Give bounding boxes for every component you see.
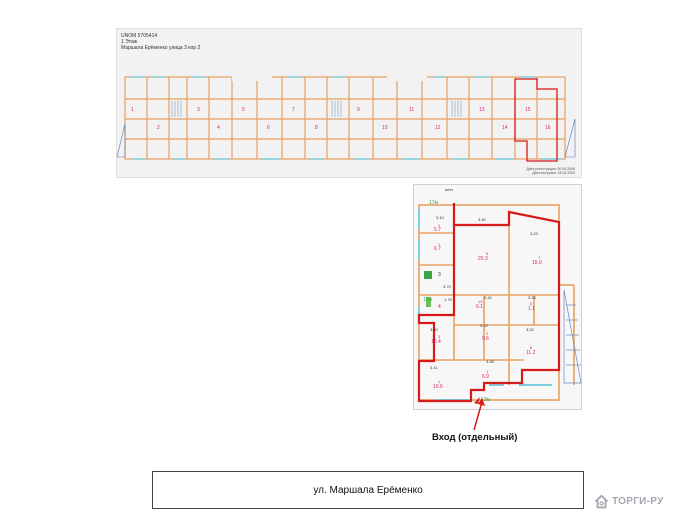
street-name: ул. Маршала Ерёменко [313, 484, 423, 496]
room-number: 3 [438, 272, 441, 278]
room-number: 8 [530, 345, 533, 350]
dim-label: 1.75 [444, 297, 452, 302]
room-number: 6 [486, 251, 489, 256]
plan-floor: 1 Этаж [121, 39, 138, 45]
entry-arrow [473, 398, 485, 431]
room-number: 10 [478, 299, 483, 304]
room-area: 15.9 [532, 260, 542, 266]
svg-text:8: 8 [315, 125, 318, 131]
svg-text:15: 15 [525, 107, 531, 113]
svg-text:10: 10 [382, 125, 388, 131]
svg-text:9: 9 [357, 107, 360, 113]
entry-label: Вход (отдельный) [432, 432, 518, 443]
plan-date-exported: Дата выгрузки: 13.04.2020 [532, 171, 575, 175]
svg-text:14: 14 [502, 125, 508, 131]
dim-label: 3.42 [480, 323, 488, 328]
dim-label: 3.33 [528, 295, 536, 300]
svg-text:3: 3 [197, 107, 200, 113]
svg-text:4: 4 [217, 125, 220, 131]
room-area: 6.9 [482, 374, 489, 380]
plan-header: UNOM 5705414 1 Этаж Маршала Ерёменко ули… [121, 33, 200, 51]
dim-label: 3.41 [430, 365, 438, 370]
room-number: 7 [538, 255, 541, 260]
room-area: 9.6 [482, 336, 489, 342]
house-logo-icon [594, 494, 609, 508]
room-number: 1 [486, 369, 489, 374]
room-area: 5.7 [434, 227, 441, 233]
room-number: 2 [438, 223, 441, 228]
plan-date-registered: Дата регистрации: 00.00.2008 [526, 167, 575, 171]
detail-drawing [417, 203, 582, 404]
svg-text:6: 6 [267, 125, 270, 131]
plan-dates: Дата регистрации: 00.00.2008 Дата выгруз… [527, 167, 575, 175]
svg-text:11: 11 [409, 107, 414, 113]
svg-text:13: 13 [479, 107, 485, 113]
room-number: 4 [438, 304, 441, 310]
dim-label: 3.40 [430, 327, 438, 332]
room-number: 1 [438, 242, 441, 247]
dim-label: 3.08 [486, 359, 494, 364]
room-area: 20.3 [478, 256, 488, 262]
dim-label: 3.42 [484, 295, 492, 300]
room-area: 11.2 [526, 350, 536, 356]
dim-label: 3.10 [436, 215, 444, 220]
dim-label: 3.70 [443, 284, 451, 289]
dim-label: 3.40 [478, 217, 486, 222]
floor-plan-detail: а/пп 17м 3.10 3.40 3.22 3.70 3.42 3.33 3… [413, 184, 582, 410]
dim-label: 3.20 [526, 327, 534, 332]
dim-label: 17м [429, 200, 438, 206]
detail-top-label: а/пп [445, 187, 453, 192]
svg-text:12: 12 [435, 125, 441, 131]
room-number: 1 [438, 379, 441, 384]
dim-label: 3.22 [530, 231, 538, 236]
room-area: 1.1 [528, 306, 535, 312]
svg-text:5: 5 [242, 107, 245, 113]
room-number: 5 [530, 301, 533, 306]
svg-text:2: 2 [157, 125, 160, 131]
street-label-box: ул. Маршала Ерёменко [152, 471, 584, 509]
green-marker [426, 297, 431, 307]
svg-text:16: 16 [545, 125, 551, 131]
room-number: 3 [438, 334, 441, 339]
brand-watermark: ТОРГИ-РУ [594, 493, 664, 509]
plan-unom: UNOM 5705414 [121, 33, 158, 39]
room-area: 6.7 [434, 246, 441, 252]
room-area: 10.6 [433, 384, 443, 390]
area-tag: 13м [481, 397, 490, 403]
area-tag: 15м [423, 297, 432, 303]
brand-name: ТОРГИ-РУ [612, 495, 664, 507]
floor-plan-overview: UNOM 5705414 1 Этаж Маршала Ерёменко ули… [116, 28, 582, 178]
svg-text:1: 1 [131, 107, 134, 113]
room-area: 6.1 [476, 304, 483, 310]
room-area: 10.4 [431, 339, 441, 345]
plan-address: Маршала Ерёменко улица 3 кор 2 [121, 45, 201, 51]
room-number: 2 [486, 331, 489, 336]
green-marker [424, 271, 432, 279]
svg-text:7: 7 [292, 107, 295, 113]
